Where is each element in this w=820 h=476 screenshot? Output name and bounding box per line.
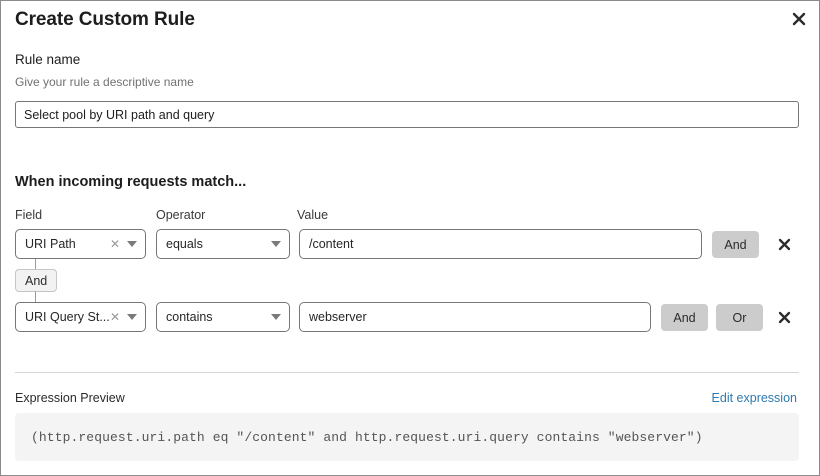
chevron-down-icon bbox=[271, 314, 281, 320]
rule-name-input[interactable] bbox=[15, 101, 799, 128]
close-icon bbox=[778, 238, 791, 251]
operator-select-2[interactable]: contains bbox=[156, 302, 290, 332]
dialog-title: Create Custom Rule bbox=[15, 9, 195, 30]
close-icon bbox=[792, 12, 806, 26]
expression-preview-label: Expression Preview bbox=[15, 391, 125, 405]
field-select-2[interactable]: URI Query St... ✕ bbox=[15, 302, 146, 332]
operator-select-2-value: contains bbox=[166, 310, 213, 324]
edit-expression-link[interactable]: Edit expression bbox=[711, 391, 797, 405]
expression-preview-box: (http.request.uri.path eq "/content" and… bbox=[15, 413, 799, 461]
chevron-down-icon bbox=[127, 241, 137, 247]
or-button-row-2[interactable]: Or bbox=[716, 304, 763, 331]
and-button-row-1[interactable]: And bbox=[712, 231, 759, 258]
rule-name-description: Give your rule a descriptive name bbox=[15, 75, 194, 89]
value-input-1[interactable] bbox=[299, 229, 702, 259]
column-header-field: Field bbox=[15, 208, 43, 222]
clear-x-icon[interactable]: ✕ bbox=[109, 237, 120, 251]
field-select-1-value: URI Path bbox=[25, 237, 76, 251]
clear-x-icon[interactable]: ✕ bbox=[109, 310, 120, 324]
section-divider bbox=[15, 372, 799, 373]
chevron-down-icon bbox=[127, 314, 137, 320]
field-select-1[interactable]: URI Path ✕ bbox=[15, 229, 146, 259]
rule-name-label: Rule name bbox=[15, 52, 81, 67]
operator-select-1[interactable]: equals bbox=[156, 229, 290, 259]
value-input-2[interactable] bbox=[299, 302, 651, 332]
and-button-row-2[interactable]: And bbox=[661, 304, 708, 331]
match-section-heading: When incoming requests match... bbox=[15, 174, 247, 190]
column-header-value: Value bbox=[297, 208, 329, 222]
column-header-operator: Operator bbox=[156, 208, 206, 222]
close-dialog-button[interactable] bbox=[788, 8, 810, 30]
delete-condition-button-1[interactable] bbox=[772, 232, 796, 256]
field-select-2-value: URI Query St... bbox=[25, 310, 110, 324]
connector-line-bottom bbox=[35, 291, 36, 302]
connector-line-top bbox=[35, 259, 36, 270]
chevron-down-icon bbox=[271, 241, 281, 247]
connector-and-tag[interactable]: And bbox=[15, 269, 58, 292]
expression-preview-text: (http.request.uri.path eq "/content" and… bbox=[31, 429, 703, 445]
close-icon bbox=[778, 311, 791, 324]
delete-condition-button-2[interactable] bbox=[772, 305, 796, 329]
operator-select-1-value: equals bbox=[166, 237, 203, 251]
